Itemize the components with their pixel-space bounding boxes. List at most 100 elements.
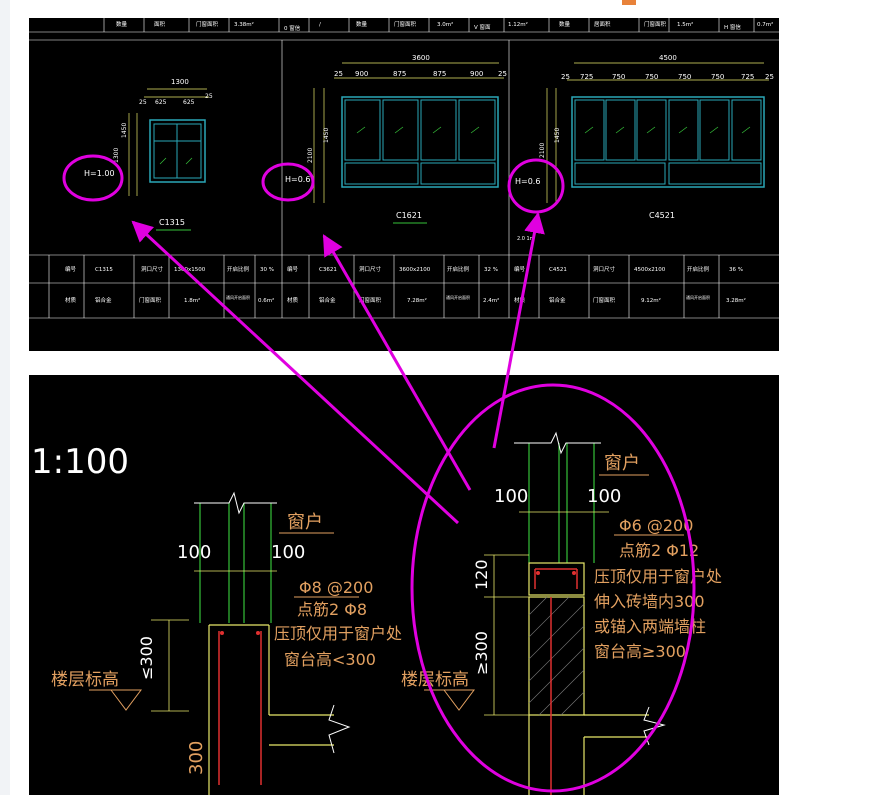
highlight-ellipse [507,158,565,214]
width-dim: 25 [498,70,507,78]
width-dim: 25 [205,93,213,100]
table-cell: 7.28m² [407,297,427,304]
width-dim: 625 [155,99,167,106]
rebar-spec: Φ6 @200 [619,516,693,535]
arrow-line [131,220,460,525]
window-schedule-table [29,254,779,319]
height-dim: 2100 [539,143,546,158]
overall-width-dim: 1300 [171,78,189,86]
table-cell: 36 % [729,267,743,273]
table-cell: 材质 [287,296,299,304]
dim-left: 100 [177,542,211,563]
width-dim: 750 [612,73,625,81]
table-cell: 9.12m² [641,297,661,304]
table-cell: 1.8m² [184,297,200,304]
table-cell: 0.6m² [258,297,274,304]
table-cell: 3600x2100 [399,267,431,273]
bar-spec: 点筋2 Φ8 [297,600,367,619]
header-cell: 数量 [356,20,368,28]
dim-right: 100 [271,542,305,563]
table-cell: 2.4m² [483,297,499,304]
width-dim: 875 [393,70,406,78]
table-cell: 通风开启面积 [446,294,470,300]
window-label: 窗户 [604,453,640,474]
header-cell: 门窗面积 [394,20,417,28]
table-cell: 32 % [484,267,498,273]
note-line3: 或锚入两端墙柱 [594,617,706,636]
height-dim: ≤300 [137,636,156,680]
height-dim: 1450 [554,128,561,143]
width-dim: 25 [561,73,570,81]
header-cell: 0.7m² [757,21,773,28]
table-cell: 材质 [514,296,526,304]
header-cell: 数量 [559,20,571,28]
table-cell: 通风开启面积 [226,294,250,300]
width-dim: 750 [678,73,691,81]
elevation-label: H=0.6 [515,177,540,186]
arrow-line [492,211,545,449]
table-cell: C3621 [319,267,337,273]
dim-left: 100 [494,486,528,507]
header-cell: 门窗面积 [644,20,667,28]
elevation-label: H=0.6 [285,175,310,184]
window-frame [571,96,765,188]
table-cell: 编号 [65,265,77,273]
left-sidebar-strip [0,0,10,795]
table-cell: 门窗面积 [139,296,162,304]
width-dim: 750 [711,73,724,81]
elevation-label: H=1.00 [84,169,115,178]
table-cell: 材质 [65,296,77,304]
header-cell: V 窗面 [474,23,491,31]
header-cell: 1.12m² [508,21,528,28]
scale-label: 1:100 [31,442,129,482]
bottom-dim: 300 [186,741,207,775]
width-dim: 25 [334,70,343,78]
table-cell: 开启比例 [227,265,250,273]
table-cell: 3.28m² [726,297,746,304]
height-dim: 1450 [323,128,330,143]
width-dim: 625 [183,99,195,106]
width-dim: 725 [741,73,754,81]
sill-detail-svg: 1:100 100 100 窗户 Φ8 @200 点筋2 Φ8 压顶仅用于窗户处… [31,431,722,795]
width-dim: 25 [765,73,774,81]
table-cell: 门窗面积 [593,296,616,304]
table-cell: 洞口尺寸 [141,265,164,273]
height-dim: 1300 [113,148,120,163]
window-c4521: 4500 25 725 750 750 750 750 725 25 1450 … [515,54,774,242]
window-c1621: 3600 25 900 875 875 900 25 1450 2100 H=0… [285,54,507,224]
width-dim: 725 [580,73,593,81]
window-code: C1621 [396,211,422,220]
floor-label: 楼层标高 [401,670,469,690]
overall-width-dim: 4500 [659,54,677,62]
header-cell: 0 窗信 [284,24,301,32]
table-cell: 铝合金 [549,296,566,304]
table-cell: C4521 [549,267,567,273]
table-cell: 开启比例 [447,265,470,273]
table-cell: 1300x1500 [174,267,206,273]
note-line2: 伸入砖墙内300 [594,592,705,611]
left-sill-detail: 100 100 窗户 Φ8 @200 点筋2 Φ8 压顶仅用于窗户处 窗台高<3… [51,491,402,795]
highlight-ellipse [62,154,124,202]
bar-spec: 点筋2 Φ12 [619,541,699,560]
table-cell: 铝合金 [319,296,336,304]
header-cell: / [319,22,321,28]
table-cell: C1315 [95,267,113,273]
window-code: C1315 [159,218,185,227]
header-cell: 门窗面积 [196,20,219,28]
top-dim: 120 [472,559,491,590]
width-dim: 875 [433,70,446,78]
width-dim: 25 [139,99,147,106]
note-line2: 窗台高<300 [284,650,376,669]
table-cell: 开启比例 [687,265,710,273]
window-elevation-drawing: 数量 面积 门窗面积 3.38m² 0 窗信 / 数量 门窗面积 3.0m² V… [29,18,779,351]
overall-width-dim: 3600 [412,54,430,62]
width-dim: 900 [355,70,368,78]
table-cell: 编号 [514,265,526,273]
table-cell: 30 % [260,267,274,273]
highlight-ellipse [410,383,696,793]
height-dim: ≥300 [472,631,491,675]
header-cell: 居面积 [594,21,611,28]
table-cell: 铝合金 [95,296,112,304]
table-cell: 4500x2100 [634,267,666,273]
